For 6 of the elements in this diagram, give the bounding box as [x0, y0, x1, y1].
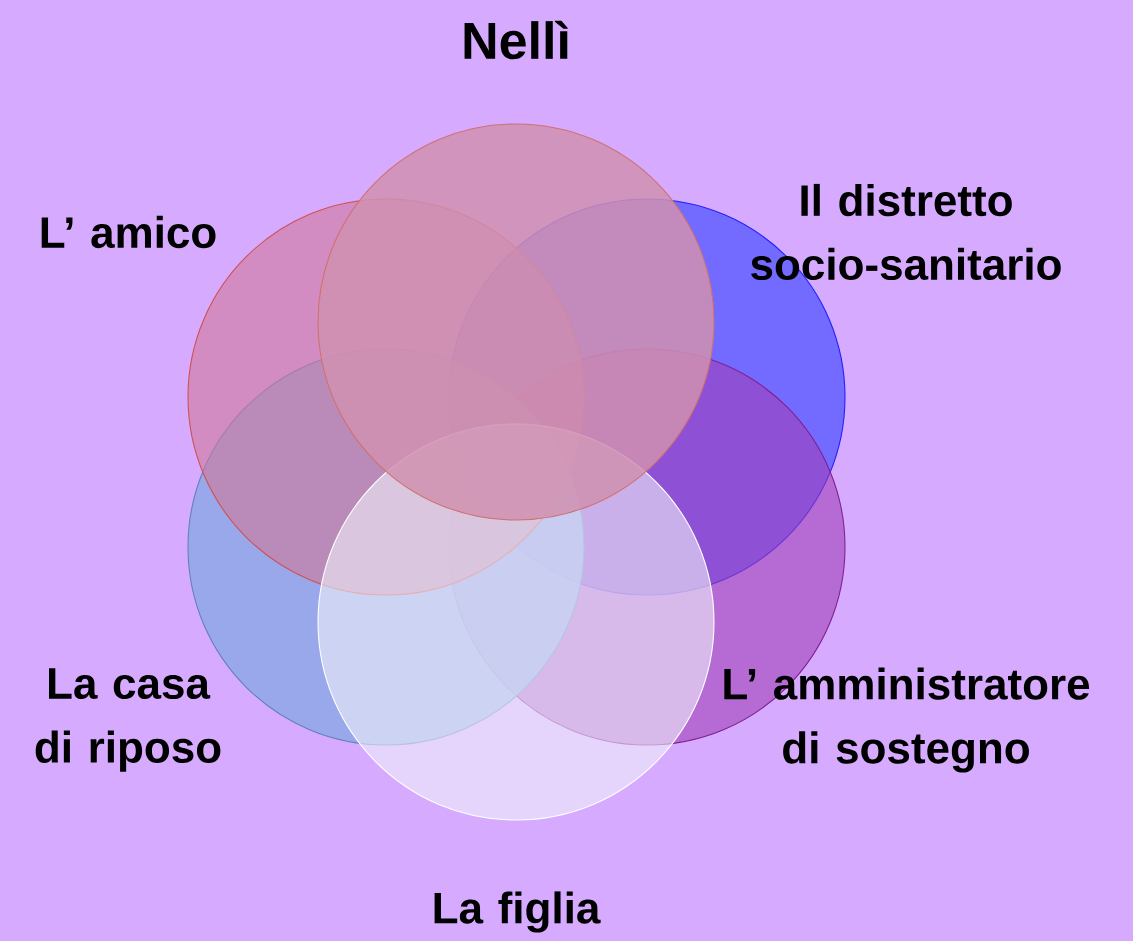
circle-label: L’ amico: [41, 215, 216, 249]
circle-label: La casa di riposo: [35, 668, 221, 772]
circle-label: Nellì: [464, 20, 568, 60]
circle-label: La figlia: [434, 891, 601, 933]
circle: [317, 123, 715, 521]
circle-label: L’ amministratore di sostegno: [724, 667, 1090, 773]
